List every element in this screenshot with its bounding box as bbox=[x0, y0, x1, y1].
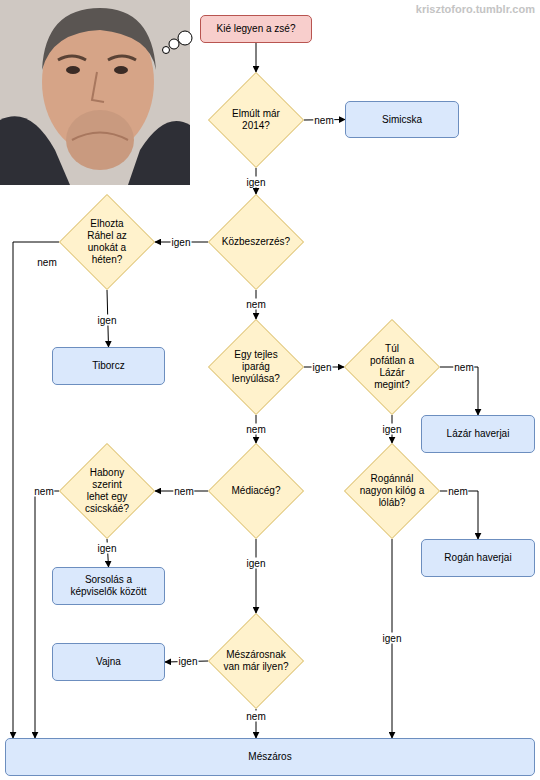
decision-diamond: Egy tejles iparág lenyúlása? bbox=[208, 319, 304, 415]
connector-label: igen bbox=[97, 543, 118, 554]
result-box: Tiborcz bbox=[52, 347, 165, 385]
flow-connector bbox=[256, 539, 257, 613]
flow-connector bbox=[440, 491, 478, 539]
node-text: Közbeszerzés? bbox=[221, 236, 291, 248]
node-text: Kié legyen a zsé? bbox=[217, 23, 296, 35]
eye-shape bbox=[114, 66, 128, 74]
connector-label: nem bbox=[173, 486, 194, 497]
connector-label: nem bbox=[313, 115, 334, 126]
connector-label: nem bbox=[245, 299, 266, 310]
diamond-shape bbox=[60, 444, 155, 539]
connector-label: nem bbox=[453, 362, 474, 373]
node-text: Lázár haverjai bbox=[447, 428, 510, 440]
node-text: Tiborcz bbox=[92, 360, 124, 372]
node-text: Mészáros bbox=[248, 751, 291, 763]
diamond-shape bbox=[209, 320, 304, 415]
eyebrow-line bbox=[108, 56, 136, 60]
finger-line bbox=[72, 133, 128, 141]
eyebrow-line bbox=[58, 56, 86, 60]
diamond-shape bbox=[60, 195, 155, 290]
node-text: Elmúlt már 2014? bbox=[226, 108, 286, 132]
decision-diamond: Elmúlt már 2014? bbox=[208, 72, 304, 168]
result-box: Sorsolás a képviselők között bbox=[52, 567, 165, 605]
node-text: Egy tejles iparág lenyúlása? bbox=[228, 349, 284, 385]
result-box: Lázár haverjai bbox=[421, 415, 535, 453]
diamond-shape bbox=[209, 73, 304, 168]
node-text: Vajna bbox=[96, 656, 121, 668]
node-text: Sorsolás a képviselők között bbox=[63, 574, 154, 598]
flow-connector bbox=[35, 491, 59, 738]
node-text: Rogánnál nagyon kilóg a lóláb? bbox=[357, 473, 427, 509]
photo-background bbox=[0, 0, 190, 185]
decision-diamond: Rogánnál nagyon kilóg a lóláb? bbox=[344, 443, 440, 539]
decision-diamond: Médiacég? bbox=[208, 443, 304, 539]
eye-shape bbox=[66, 66, 80, 74]
connector-label: igen bbox=[97, 315, 118, 326]
decision-diamond: Túl pofátlan a Lázár megint? bbox=[344, 319, 440, 415]
connector-label: nem bbox=[245, 424, 266, 435]
connector-label: igen bbox=[382, 633, 403, 644]
result-box: Mészáros bbox=[5, 738, 535, 776]
thought-bubble bbox=[163, 47, 170, 54]
flow-connector bbox=[440, 367, 478, 415]
hand-shape bbox=[66, 110, 134, 170]
node-text: Túl pofátlan a Lázár megint? bbox=[367, 343, 417, 391]
node-text: Mészárosnak van már ilyen? bbox=[221, 649, 291, 673]
connector-label: igen bbox=[312, 362, 333, 373]
connector-label: igen bbox=[382, 424, 403, 435]
flow-connector bbox=[256, 43, 257, 72]
portrait-illustration bbox=[0, 0, 195, 190]
connector-label: nem bbox=[36, 257, 57, 268]
connector-label: nem bbox=[447, 486, 468, 497]
result-box: Simicska bbox=[345, 101, 459, 138]
diamond-shape bbox=[209, 614, 304, 709]
diamond-shape bbox=[345, 444, 440, 539]
thought-bubble bbox=[178, 31, 192, 45]
result-box: Rogán haverjai bbox=[421, 539, 535, 577]
node-text: Rogán haverjai bbox=[444, 552, 511, 564]
connector-label: igen bbox=[246, 558, 267, 569]
diamond-shape bbox=[209, 195, 304, 290]
result-box: Vajna bbox=[52, 643, 165, 681]
connector-label: igen bbox=[178, 656, 199, 667]
decision-diamond: Mészárosnak van már ilyen? bbox=[208, 613, 304, 709]
connector-label: nem bbox=[33, 486, 54, 497]
decision-diamond: Elhozta Ráhel az unokát a héten? bbox=[59, 194, 155, 290]
node-text: Habony szerint lehet egy csicskáé? bbox=[81, 467, 133, 515]
node-text: Simicska bbox=[382, 114, 422, 126]
hair-shape bbox=[42, 8, 156, 70]
start-box: Kié legyen a zsé? bbox=[200, 15, 312, 43]
node-text: Elhozta Ráhel az unokát a héten? bbox=[79, 218, 135, 266]
connector-label: nem bbox=[245, 711, 266, 722]
nose-line bbox=[92, 72, 104, 102]
connector-label: igen bbox=[246, 177, 267, 188]
thought-bubble bbox=[169, 39, 179, 49]
node-text: Médiacég? bbox=[224, 485, 288, 497]
diamond-shape bbox=[345, 320, 440, 415]
connector-label: igen bbox=[171, 237, 192, 248]
diamond-shape bbox=[209, 444, 304, 539]
decision-diamond: Habony szerint lehet egy csicskáé? bbox=[59, 443, 155, 539]
decision-diamond: Közbeszerzés? bbox=[208, 194, 304, 290]
watermark: krisztoforo.tumblr.com bbox=[416, 3, 535, 15]
